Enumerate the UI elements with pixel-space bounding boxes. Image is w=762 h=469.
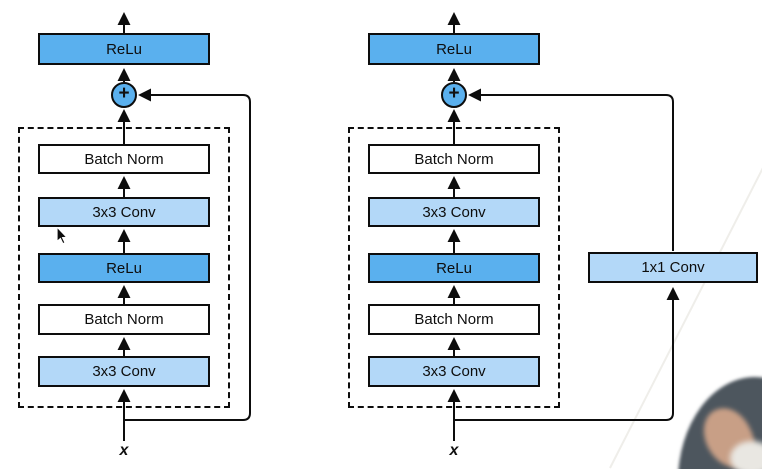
left-conv-bottom-box: 3x3 Conv xyxy=(38,356,210,387)
right-skip-connection-upper xyxy=(468,88,674,251)
left-input-label: x xyxy=(119,442,129,459)
right-conv-top-box: 3x3 Conv xyxy=(368,197,540,227)
right-add-node: + xyxy=(441,82,467,108)
left-skip-connection xyxy=(124,88,251,421)
right-skip-connection-lower xyxy=(454,287,680,421)
right-input-label: x xyxy=(449,442,459,459)
presenter-held-object xyxy=(730,441,762,469)
left-output-relu-box: ReLu xyxy=(38,33,210,65)
left-relu-box: ReLu xyxy=(38,253,210,283)
right-skip-conv1x1-box: 1x1 Conv xyxy=(588,252,758,283)
left-batchnorm-bottom-box: Batch Norm xyxy=(38,304,210,335)
right-relu-box: ReLu xyxy=(368,253,540,283)
right-batchnorm-bottom-box: Batch Norm xyxy=(368,304,540,335)
mouse-cursor-icon xyxy=(56,225,69,245)
left-add-node: + xyxy=(111,82,137,108)
left-conv-top-box: 3x3 Conv xyxy=(38,197,210,227)
right-output-relu-box: ReLu xyxy=(368,33,540,65)
left-batchnorm-top-box: Batch Norm xyxy=(38,144,210,174)
right-conv-bottom-box: 3x3 Conv xyxy=(368,356,540,387)
webcam-presenter xyxy=(632,369,762,469)
right-batchnorm-top-box: Batch Norm xyxy=(368,144,540,174)
